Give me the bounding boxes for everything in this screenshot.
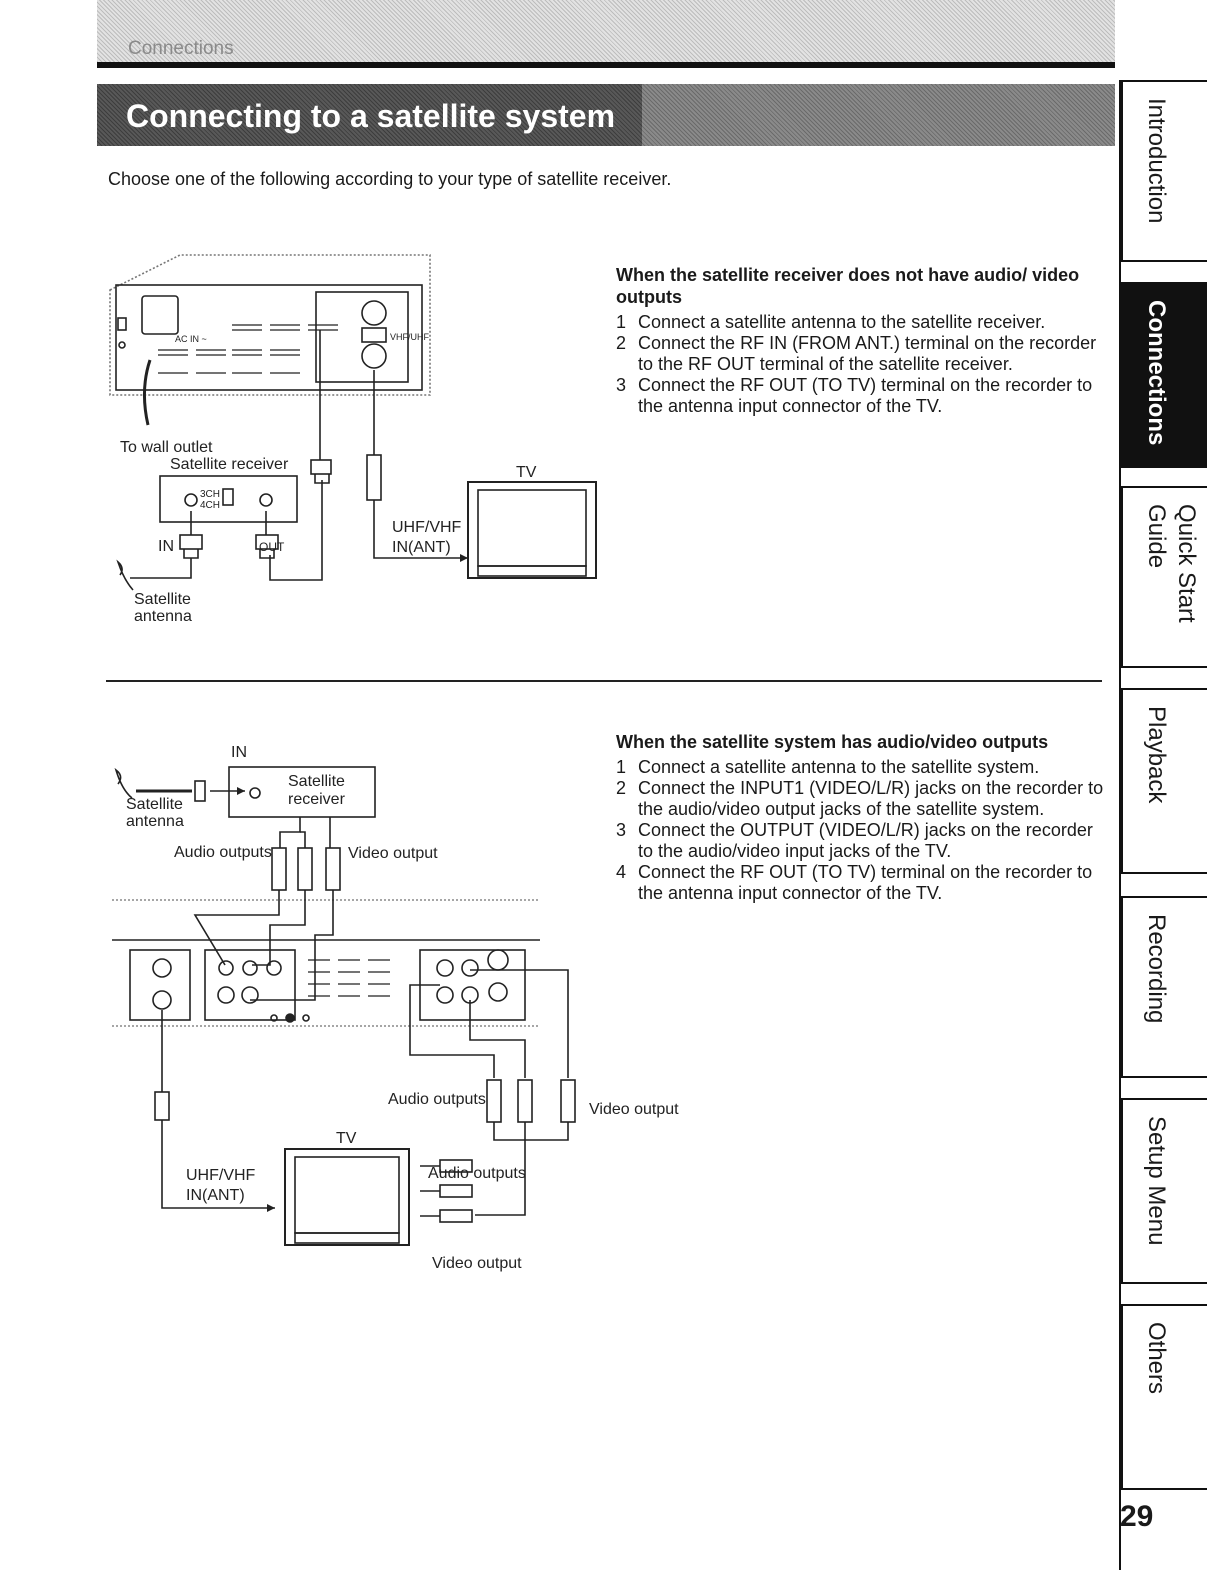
tab-rail xyxy=(1119,80,1121,1570)
label-uhf-vhf: UHF/VHF xyxy=(392,519,462,536)
section-heading: When the satellite system has audio/vide… xyxy=(616,732,1049,752)
label-uhf-vhf-2: UHF/VHF xyxy=(186,1167,256,1184)
section-no-av-outputs: When the satellite receiver does not hav… xyxy=(616,264,1106,417)
tab-introduction[interactable]: Introduction xyxy=(1121,80,1207,262)
label-video-output-3: Video output xyxy=(432,1255,522,1272)
section-divider xyxy=(106,680,1102,682)
intro-text: Choose one of the following according to… xyxy=(108,169,672,189)
tab-connections[interactable]: Connections xyxy=(1121,282,1207,468)
label-tv: TV xyxy=(516,464,537,481)
label-antenna-2: antenna xyxy=(126,813,184,830)
label-audio-outputs-2: Audio outputs xyxy=(388,1091,486,1108)
label-3ch: 3CH xyxy=(200,489,220,500)
label-in-ant-2: IN(ANT) xyxy=(186,1187,245,1204)
label-satellite: Satellite xyxy=(134,591,191,608)
section-av-outputs: When the satellite system has audio/vide… xyxy=(616,731,1106,904)
tab-others[interactable]: Others xyxy=(1121,1304,1207,1490)
label-sat-receiver-1: Satellite xyxy=(288,773,345,790)
label-in: IN xyxy=(158,538,174,555)
label-wall-outlet: To wall outlet xyxy=(120,439,213,456)
label-out: OUT xyxy=(259,540,285,554)
page-title: Connecting to a satellite system xyxy=(126,98,616,134)
label-video-output: Video output xyxy=(348,845,438,862)
tab-recording[interactable]: Recording xyxy=(1121,896,1207,1078)
label-video-output-2: Video output xyxy=(589,1101,679,1118)
page-number: 29 xyxy=(1120,1500,1154,1533)
label-audio-outputs-3: Audio outputs xyxy=(428,1165,526,1182)
label-sat-receiver-2: receiver xyxy=(288,791,346,808)
title-band-dark xyxy=(97,84,642,146)
label-ac-in: AC IN ~ xyxy=(175,334,207,344)
tab-setup-menu[interactable]: Setup Menu xyxy=(1121,1098,1207,1284)
header-rule xyxy=(97,62,1115,68)
section-label: Connections xyxy=(128,38,234,59)
label-in-ant: IN(ANT) xyxy=(392,539,451,556)
label-satellite-receiver: Satellite receiver xyxy=(170,456,289,473)
label-satellite-2: Satellite xyxy=(126,796,183,813)
recorder-rear-panel-1 xyxy=(109,254,431,426)
label-vhf-uhf: VHF/UHF xyxy=(390,332,429,342)
section-heading: When the satellite receiver does not hav… xyxy=(616,265,1080,307)
label-4ch: 4CH xyxy=(200,500,220,511)
label-in-2: IN xyxy=(231,744,247,761)
tab-playback[interactable]: Playback xyxy=(1121,688,1207,874)
label-audio-outputs: Audio outputs xyxy=(174,844,272,861)
header-band xyxy=(97,0,1115,62)
label-tv-2: TV xyxy=(336,1130,357,1147)
tab-quick-start-guide[interactable]: Quick Start Guide xyxy=(1121,486,1207,668)
label-antenna: antenna xyxy=(134,608,192,625)
